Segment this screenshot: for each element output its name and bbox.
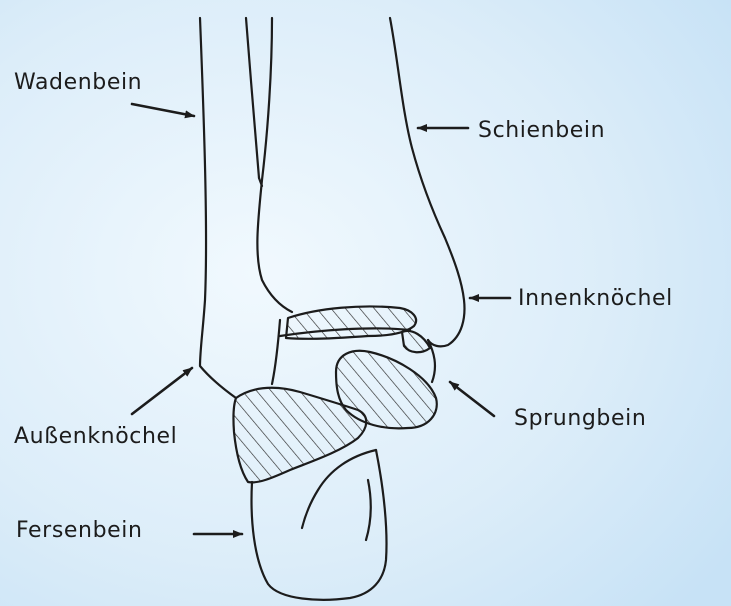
label-schienbein: Schienbein [478, 120, 605, 142]
label-sprungbein: Sprungbein [514, 408, 646, 430]
label-wadenbein: Wadenbein [14, 72, 142, 94]
label-innenknoechel: Innenknöchel [518, 288, 673, 310]
label-fersenbein: Fersenbein [16, 520, 143, 542]
label-aussenknoechel: Außenknöchel [14, 426, 177, 448]
